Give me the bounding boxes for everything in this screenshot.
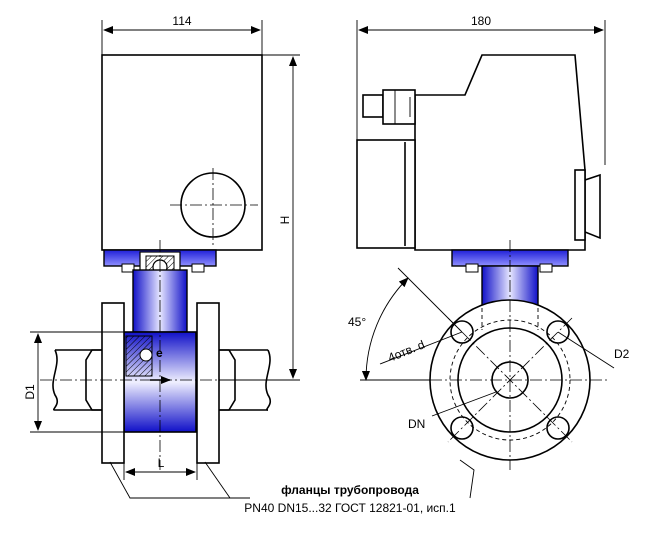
caption-line2: PN40 DN15...32 ГОСТ 12821-01, исп.1 xyxy=(244,501,456,515)
front-view: 114 e xyxy=(23,14,300,480)
caption-line1: фланцы трубопровода xyxy=(281,483,419,497)
flange-right xyxy=(196,302,220,464)
dim-114: 114 xyxy=(172,14,191,28)
dim-d2: D2 xyxy=(614,347,630,361)
dim-d1: D1 xyxy=(23,384,37,400)
dim-dn: DN xyxy=(408,417,425,431)
dim-holes: 4отв. d xyxy=(386,337,427,364)
dim-l: L xyxy=(158,456,165,470)
dim-180: 180 xyxy=(471,14,491,28)
flange-left xyxy=(101,302,125,464)
converter-box-side xyxy=(414,54,586,251)
dim-angle: 45° xyxy=(348,315,366,329)
side-view: 180 xyxy=(348,14,630,470)
dim-h: H xyxy=(278,216,292,225)
svg-text:e: e xyxy=(156,346,163,360)
caption: фланцы трубопровода PN40 DN15...32 ГОСТ … xyxy=(109,459,475,515)
